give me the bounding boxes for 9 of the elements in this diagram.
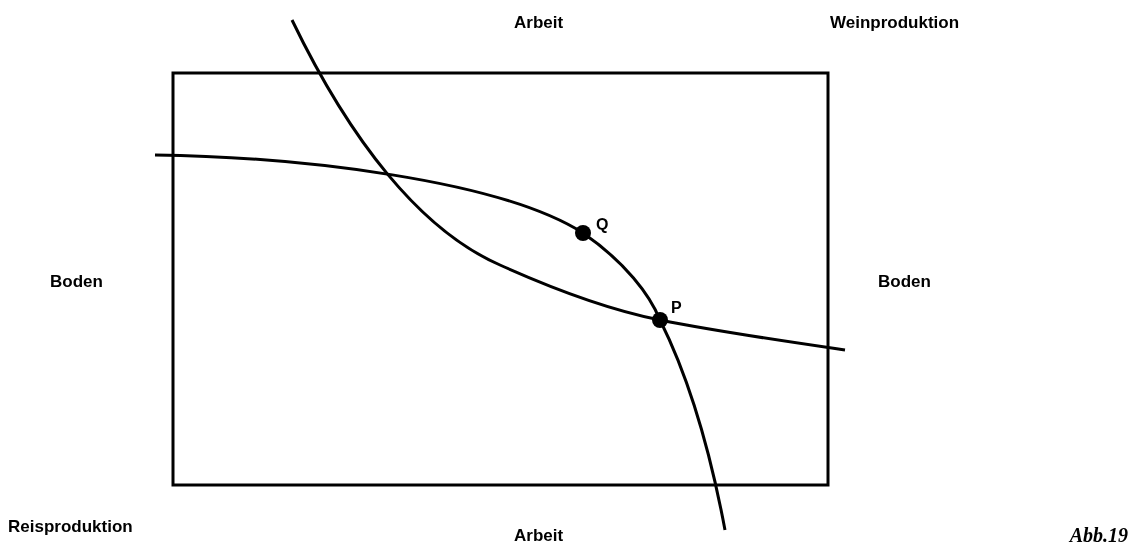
axis-label: Weinproduktion (830, 14, 960, 33)
axis-label: Arbeit (514, 527, 564, 546)
axis-label: Boden (50, 273, 103, 292)
point-label: P (671, 299, 682, 317)
axis-label: Boden (878, 273, 931, 292)
axis-label: Arbeit (514, 14, 564, 33)
figure-caption: Abb.19 (1069, 524, 1128, 547)
origin-label: Reisproduktion (8, 518, 133, 537)
point-label: Q (596, 216, 609, 234)
